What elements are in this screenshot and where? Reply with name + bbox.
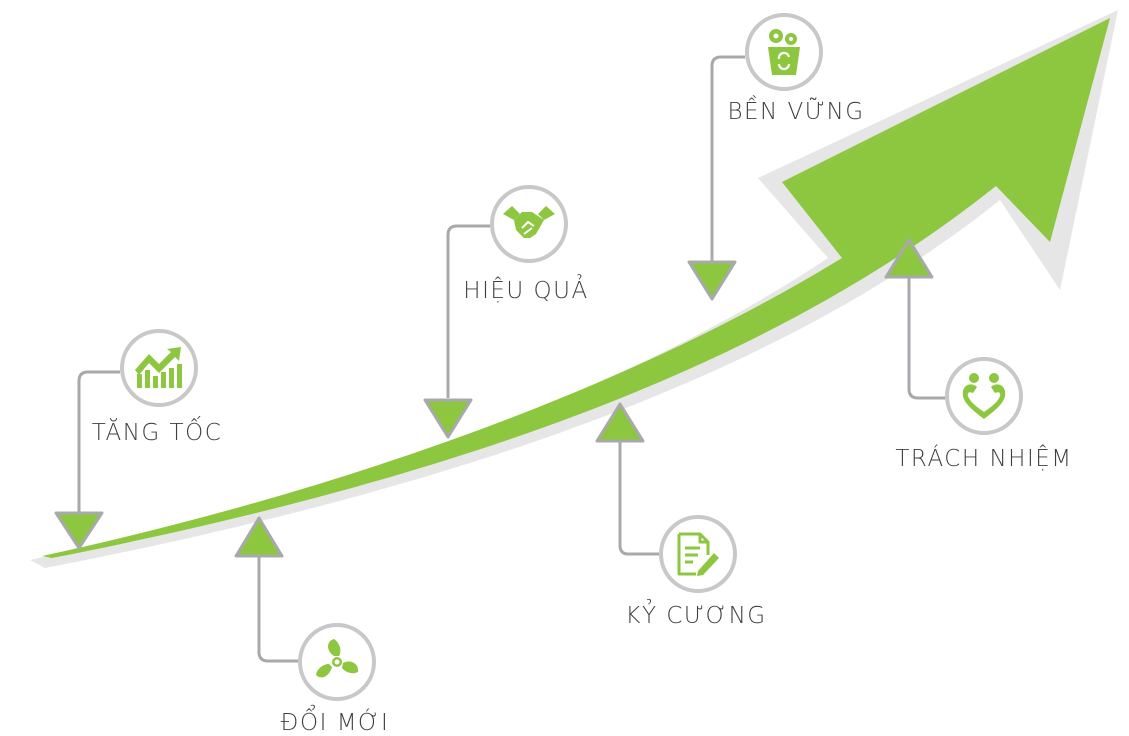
document-pen-icon	[677, 532, 719, 576]
connector-doi-moi	[257, 555, 298, 663]
marker-up-trach-nhiem	[884, 238, 934, 279]
milestone-circle-tang-toc	[120, 329, 198, 407]
marker-down-tang-toc	[54, 511, 104, 550]
marker-down-hieu-qua	[423, 398, 473, 439]
marker-up-doi-moi	[234, 516, 284, 558]
milestone-circle-ky-cuong	[659, 515, 737, 593]
markers	[54, 238, 934, 558]
milestone-circle-ben-vung	[745, 13, 823, 91]
fan-propeller-icon	[316, 639, 359, 678]
milestone-circle-hieu-qua	[490, 185, 568, 263]
milestone-circle-trach-nhiem	[945, 357, 1023, 435]
connector-hieu-qua	[446, 224, 490, 398]
label-doi-moi: ĐỔI MỚI	[280, 710, 390, 736]
label-trach-nhiem: TRÁCH NHIỆM	[895, 446, 1073, 472]
handshake-icon	[503, 206, 555, 238]
label-ky-cuong: KỶ CƯƠNG	[625, 603, 767, 629]
milestone-circle-doi-moi	[298, 623, 376, 701]
connector-tang-toc	[77, 370, 120, 512]
chart-growth-icon	[135, 347, 182, 388]
people-heart-icon	[962, 373, 1006, 419]
growth-arrow	[42, 18, 1110, 558]
connector-ben-vung	[710, 55, 745, 262]
label-hieu-qua: HIỆU QUẢ	[463, 278, 589, 304]
connectors	[77, 55, 945, 663]
connector-ky-cuong	[618, 440, 659, 556]
label-ben-vung: BỀN VỮNG	[727, 99, 865, 125]
connector-trach-nhiem	[907, 276, 945, 400]
label-tang-toc: TĂNG TỐC	[91, 420, 223, 446]
growth-arrow-edge	[30, 10, 1118, 568]
marker-down-ben-vung	[687, 260, 737, 301]
recycle-bin-gears-icon	[768, 29, 800, 75]
marker-up-ky-cuong	[595, 402, 645, 443]
